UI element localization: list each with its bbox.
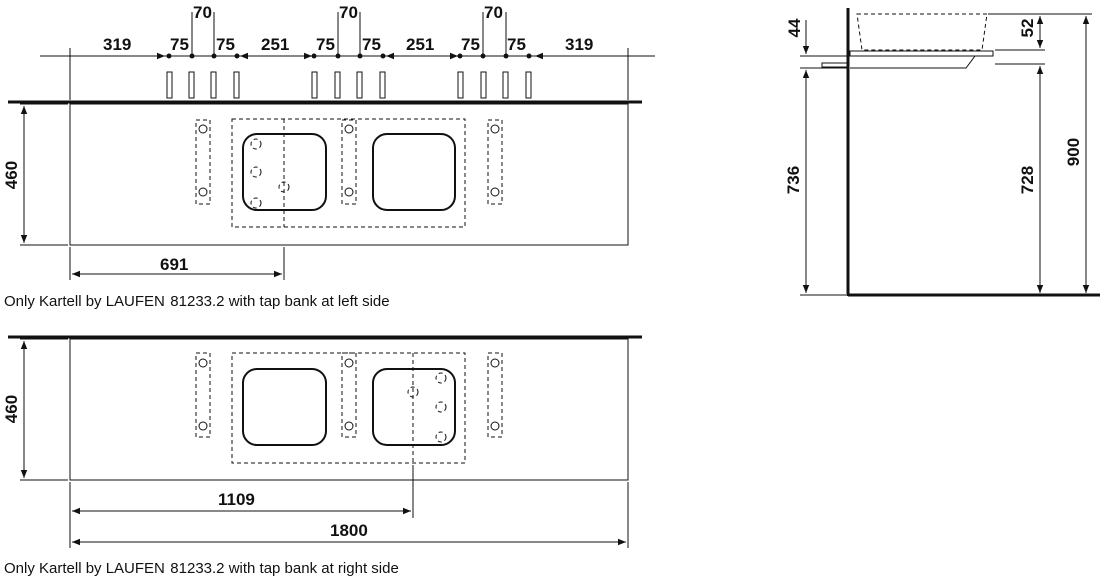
dim-691: 691 — [160, 255, 188, 274]
dim-251-1: 251 — [261, 35, 289, 54]
dim-1800: 1800 — [330, 521, 368, 540]
dim-70-c: 70 — [484, 3, 503, 22]
dim-728: 728 — [1018, 166, 1037, 194]
basin-right — [372, 133, 456, 211]
dim-75-3: 75 — [316, 35, 335, 54]
dim-70-a: 70 — [193, 3, 212, 22]
dim-52: 52 — [1018, 19, 1037, 38]
dim-75-1: 75 — [170, 35, 189, 54]
dim-460-top: 460 — [2, 161, 21, 189]
tap-group-1 — [166, 12, 240, 99]
side-view: 44 52 736 728 900 — [784, 8, 1100, 297]
dim-251-2: 251 — [406, 35, 434, 54]
dim-736: 736 — [784, 166, 803, 194]
dim-460-bottom: 460 — [2, 395, 21, 423]
dim-70-b: 70 — [339, 3, 358, 22]
basin-left — [242, 133, 327, 211]
dim-44: 44 — [785, 18, 804, 37]
dim-319-right: 319 — [565, 35, 593, 54]
dim-75-5: 75 — [461, 35, 480, 54]
caption-left: Only Kartell by LAUFEN 81233.2 with tap … — [4, 293, 390, 310]
tap-group-3 — [457, 12, 532, 99]
dim-75-4: 75 — [362, 35, 381, 54]
dim-75-6: 75 — [507, 35, 526, 54]
dim-1109: 1109 — [218, 490, 255, 509]
dim-900: 900 — [1064, 138, 1083, 166]
top-view-right-tap-bank: 460 1109 1800 Only Kartell by LAUFEN 812… — [2, 335, 642, 577]
caption-right: Only Kartell by LAUFEN 81233.2 with tap … — [4, 560, 399, 577]
top-view-left-tap-bank: 70 70 70 319 75 75 251 75 75 251 75 75 3… — [2, 3, 655, 310]
dim-75-2: 75 — [216, 35, 235, 54]
dim-319-left: 319 — [103, 35, 131, 54]
tap-group-2 — [311, 12, 386, 99]
